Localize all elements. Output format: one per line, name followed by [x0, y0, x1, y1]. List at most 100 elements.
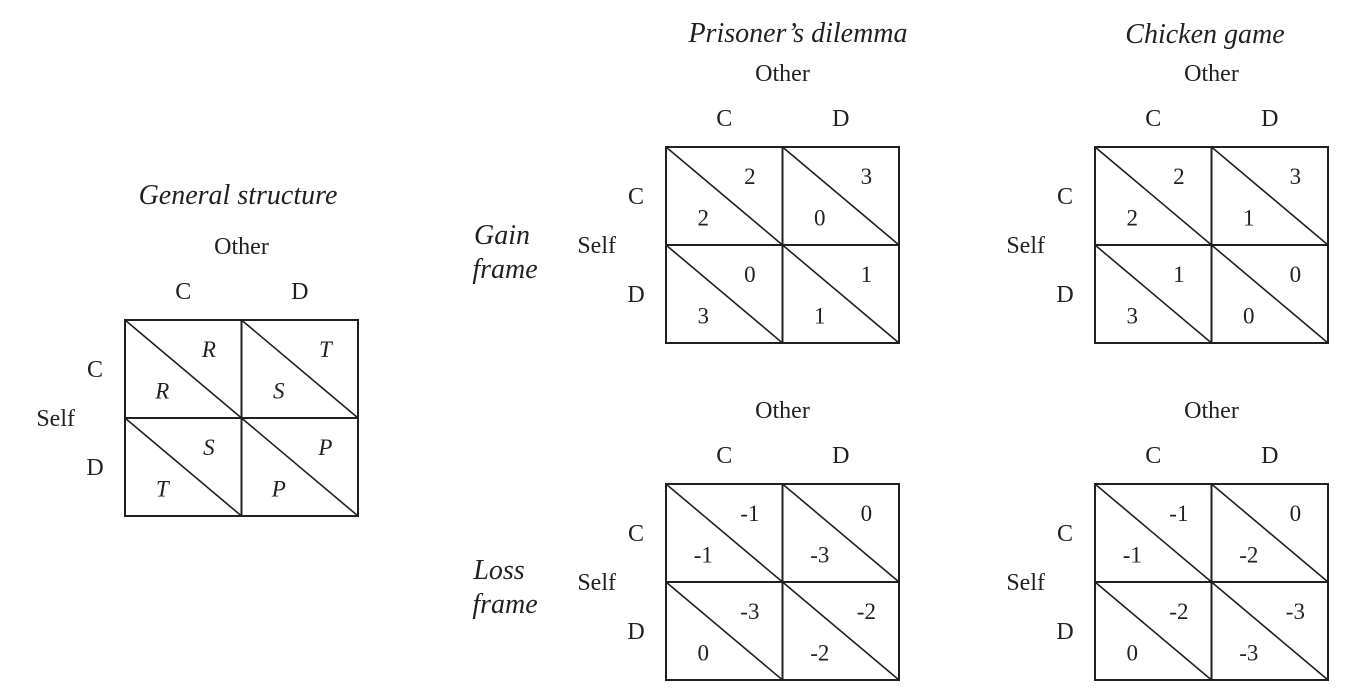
row-label-c: C	[1057, 184, 1073, 210]
cell-dd-self-payoff: -3	[1239, 640, 1258, 665]
cell-dc-other-payoff: 0	[744, 262, 756, 287]
row-label-d: D	[627, 619, 644, 645]
cell-cd-other-payoff: T	[319, 337, 334, 362]
cell-dd-self-payoff: 1	[814, 303, 826, 328]
cell-dc-diagonal	[1094, 244, 1213, 344]
cell-dd-diagonal	[781, 581, 900, 681]
cell-cd-diagonal	[1210, 483, 1329, 583]
col-label-d: D	[291, 279, 308, 305]
cell-cc-self-payoff: -1	[694, 542, 713, 567]
row-label-c: C	[628, 184, 644, 210]
row-label-d: D	[1056, 282, 1073, 308]
frame-label-loss-frame: frame	[472, 589, 537, 620]
cell-cd-other-payoff: 0	[1290, 501, 1302, 526]
cell-dc-diagonal	[665, 581, 784, 681]
row-label-c: C	[628, 521, 644, 547]
title-chicken-game: Chicken game	[1125, 19, 1284, 50]
self-label: Self	[1006, 570, 1045, 596]
cell-dc-diagonal	[1094, 581, 1213, 681]
col-label-d: D	[1261, 106, 1278, 132]
other-label: Other	[214, 234, 269, 260]
col-label-d: D	[832, 443, 849, 469]
cell-dd-diagonal	[1210, 581, 1329, 681]
cell-dd-diagonal	[240, 417, 359, 517]
cell-cc-self-payoff: 2	[1127, 205, 1139, 230]
cell-cc-other-payoff: -1	[1169, 501, 1188, 526]
cell-cc-other-payoff: R	[201, 337, 216, 362]
other-label: Other	[755, 398, 810, 424]
cell-cc-diagonal	[1094, 146, 1213, 246]
cell-cd-diagonal	[781, 483, 900, 583]
cell-cd-self-payoff: -3	[810, 542, 829, 567]
self-label: Self	[577, 233, 616, 259]
self-label: Self	[36, 406, 75, 432]
cell-cd-diagonal	[1210, 146, 1329, 246]
other-label: Other	[1184, 398, 1239, 424]
cell-cd-self-payoff: -2	[1239, 542, 1258, 567]
cell-dc-other-payoff: S	[203, 435, 215, 460]
cell-dd-other-payoff: -3	[1286, 599, 1305, 624]
col-label-c: C	[716, 106, 732, 132]
cell-cc-diagonal	[665, 483, 784, 583]
cell-cd-diagonal	[240, 319, 359, 419]
cell-dc-self-payoff: 0	[1127, 640, 1139, 665]
cell-dc-other-payoff: -3	[740, 599, 759, 624]
cell-cd-self-payoff: 0	[814, 205, 826, 230]
cell-dd-other-payoff: -2	[857, 599, 876, 624]
cell-dc-diagonal	[124, 417, 243, 517]
cell-dd-other-payoff: 0	[1290, 262, 1302, 287]
cell-dc-other-payoff: -2	[1169, 599, 1188, 624]
cell-dc-self-payoff: 0	[698, 640, 710, 665]
row-label-d: D	[1056, 619, 1073, 645]
frame-label-loss: Loss	[472, 555, 524, 586]
cell-dd-diagonal	[1210, 244, 1329, 344]
cell-cc-self-payoff: -1	[1123, 542, 1142, 567]
col-label-d: D	[1261, 443, 1278, 469]
cell-dc-self-payoff: 3	[1127, 303, 1139, 328]
cell-cd-diagonal	[781, 146, 900, 246]
cell-dd-other-payoff: P	[317, 435, 332, 460]
row-label-d: D	[86, 455, 103, 481]
cell-dd-other-payoff: 1	[861, 262, 873, 287]
cell-dc-self-payoff: 3	[698, 303, 710, 328]
frame-label-gain: Gain	[474, 220, 530, 251]
title-prisoners-dilemma: Prisoner’s dilemma	[687, 18, 907, 49]
cell-cc-diagonal	[665, 146, 784, 246]
cell-cc-other-payoff: 2	[1173, 164, 1185, 189]
cell-dd-diagonal	[781, 244, 900, 344]
self-label: Self	[577, 570, 616, 596]
cell-cd-other-payoff: 3	[861, 164, 873, 189]
cell-cd-other-payoff: 0	[861, 501, 873, 526]
cell-cd-self-payoff: 1	[1243, 205, 1255, 230]
cell-cc-diagonal	[1094, 483, 1213, 583]
col-label-c: C	[716, 443, 732, 469]
cell-dd-self-payoff: -2	[810, 640, 829, 665]
cell-dd-self-payoff: P	[271, 476, 286, 501]
other-label: Other	[755, 61, 810, 87]
cell-cc-other-payoff: 2	[744, 164, 756, 189]
other-label: Other	[1184, 61, 1239, 87]
col-label-c: C	[1145, 106, 1161, 132]
col-label-c: C	[1145, 443, 1161, 469]
cell-cc-other-payoff: -1	[740, 501, 759, 526]
cell-dc-other-payoff: 1	[1173, 262, 1185, 287]
col-label-d: D	[832, 106, 849, 132]
cell-dd-self-payoff: 0	[1243, 303, 1255, 328]
title-general-structure: General structure	[139, 180, 338, 211]
row-label-c: C	[87, 357, 103, 383]
cell-cc-self-payoff: 2	[698, 205, 710, 230]
cell-cd-self-payoff: S	[273, 378, 285, 403]
cell-cc-self-payoff: R	[154, 378, 169, 403]
cell-cc-diagonal	[124, 319, 243, 419]
frame-label-gain-frame: frame	[472, 254, 537, 285]
self-label: Self	[1006, 233, 1045, 259]
row-label-d: D	[627, 282, 644, 308]
